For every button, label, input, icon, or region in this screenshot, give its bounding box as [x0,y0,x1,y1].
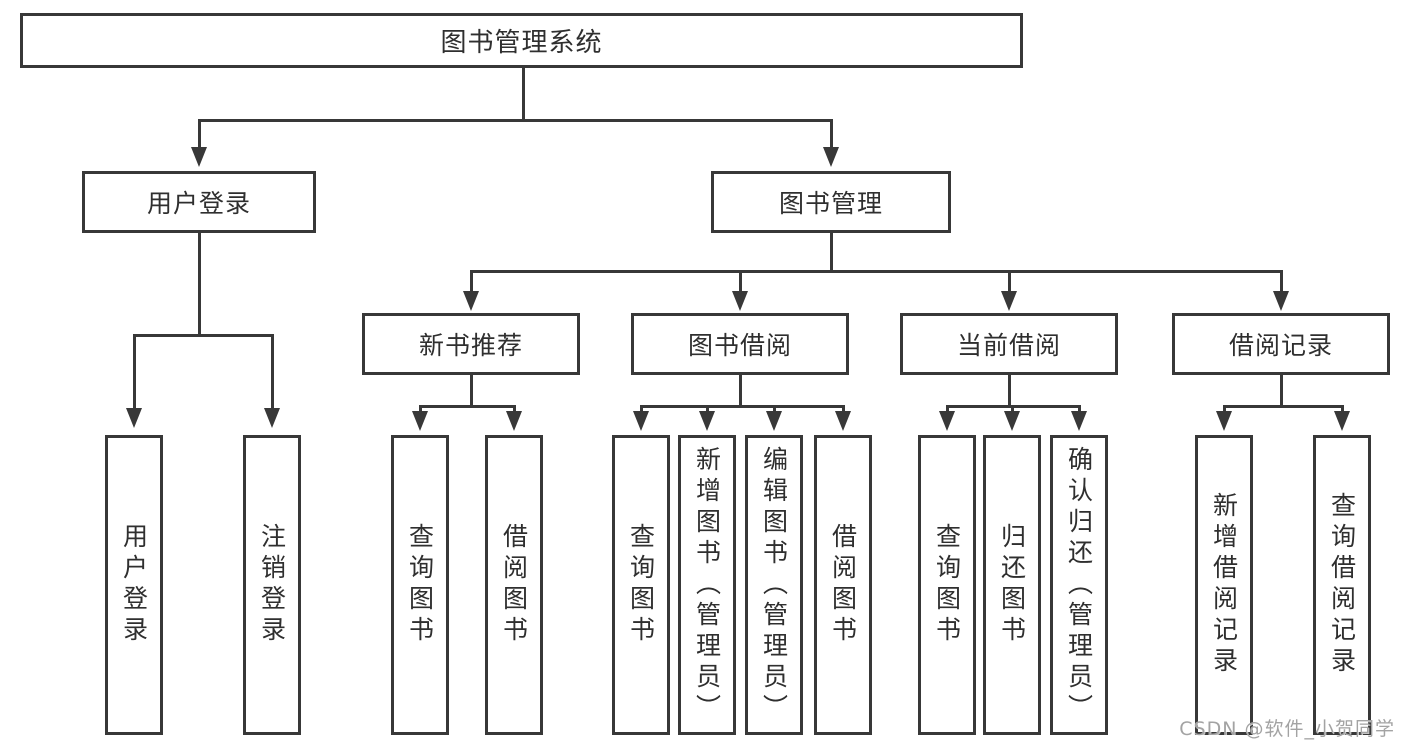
node-label: 确认归还（管理员） [1064,445,1094,725]
arrowhead-icon [732,291,748,311]
connector-line [773,406,776,411]
connector-line [470,375,473,407]
node-query-books-borrow: 查询图书 [612,435,670,735]
node-book-management: 图书管理 [711,171,951,233]
arrowhead-icon [835,411,851,431]
arrowhead-icon [699,411,715,431]
connector-line [1223,406,1226,411]
arrowhead-icon [1273,291,1289,311]
node-label: 查询图书 [932,523,962,647]
node-borrow-records: 借阅记录 [1172,313,1390,375]
node-label: 注销登录 [257,523,287,647]
connector-line [1008,375,1011,407]
arrowhead-icon [1001,291,1017,311]
arrowhead-icon [1334,411,1350,431]
node-label: 归还图书 [997,523,1027,647]
node-add-borrow-record: 新增借阅记录 [1195,435,1253,735]
arrowhead-icon [1004,411,1020,431]
connector-line [739,375,742,407]
node-current-borrow: 当前借阅 [900,313,1118,375]
arrowhead-icon [463,291,479,311]
connector-line [271,335,274,408]
node-library-system: 图书管理系统 [20,13,1023,68]
arrowhead-icon [939,411,955,431]
connector-line [640,406,643,411]
connector-line [133,334,274,337]
connector-line [706,406,709,411]
arrowhead-icon [633,411,649,431]
node-label: 借阅图书 [828,523,858,647]
node-return-books: 归还图书 [983,435,1041,735]
node-user-login-leaf: 用户登录 [105,435,163,735]
node-label: 查询图书 [626,523,656,647]
node-borrow-books-leaf: 借阅图书 [814,435,872,735]
node-query-books-recommend: 查询图书 [391,435,449,735]
connector-line [419,406,422,411]
node-label: 借阅图书 [499,523,529,647]
csdn-watermark: CSDN @软件_小贺同学 [1179,718,1395,740]
connector-line [513,406,516,411]
arrowhead-icon [126,408,142,428]
node-label: 用户登录 [119,523,149,647]
connector-line [198,233,201,336]
node-logout-leaf: 注销登录 [243,435,301,735]
node-label: 新增图书（管理员） [692,445,722,725]
node-label: 新增借阅记录 [1209,492,1239,678]
arrowhead-icon [264,408,280,428]
arrowhead-icon [766,411,782,431]
connector-line [133,335,136,408]
node-edit-books-admin: 编辑图书（管理员） [745,435,803,735]
connector-line [1223,405,1344,408]
node-user-login: 用户登录 [82,171,316,233]
node-add-books-admin: 新增图书（管理员） [678,435,736,735]
connector-line [1078,406,1081,411]
connector-line [830,120,833,147]
node-label: 查询图书 [405,523,435,647]
node-book-borrow: 图书借阅 [631,313,849,375]
node-confirm-return-admin: 确认归还（管理员） [1050,435,1108,735]
connector-line [830,233,833,272]
connector-line [739,271,742,291]
arrowhead-icon [191,147,207,167]
connector-line [842,406,845,411]
node-label: 查询借阅记录 [1327,492,1357,678]
node-new-book-recommend: 新书推荐 [362,313,580,375]
connector-line [1008,271,1011,291]
connector-line [946,406,949,411]
arrowhead-icon [1216,411,1232,431]
arrowhead-icon [1071,411,1087,431]
connector-line [470,271,473,291]
connector-line [198,119,833,122]
arrowhead-icon [506,411,522,431]
connector-line [198,120,201,147]
connector-line [419,405,516,408]
arrowhead-icon [823,147,839,167]
arrowhead-icon [412,411,428,431]
node-query-books-current: 查询图书 [918,435,976,735]
node-borrow-books-recommend: 借阅图书 [485,435,543,735]
connector-line [1011,406,1014,411]
connector-line [1280,375,1283,407]
node-query-borrow-record: 查询借阅记录 [1313,435,1371,735]
connector-line [470,270,1283,273]
node-label: 编辑图书（管理员） [759,445,789,725]
connector-line [522,68,525,121]
connector-line [1280,271,1283,291]
connector-line [1341,406,1344,411]
connector-line [640,405,845,408]
